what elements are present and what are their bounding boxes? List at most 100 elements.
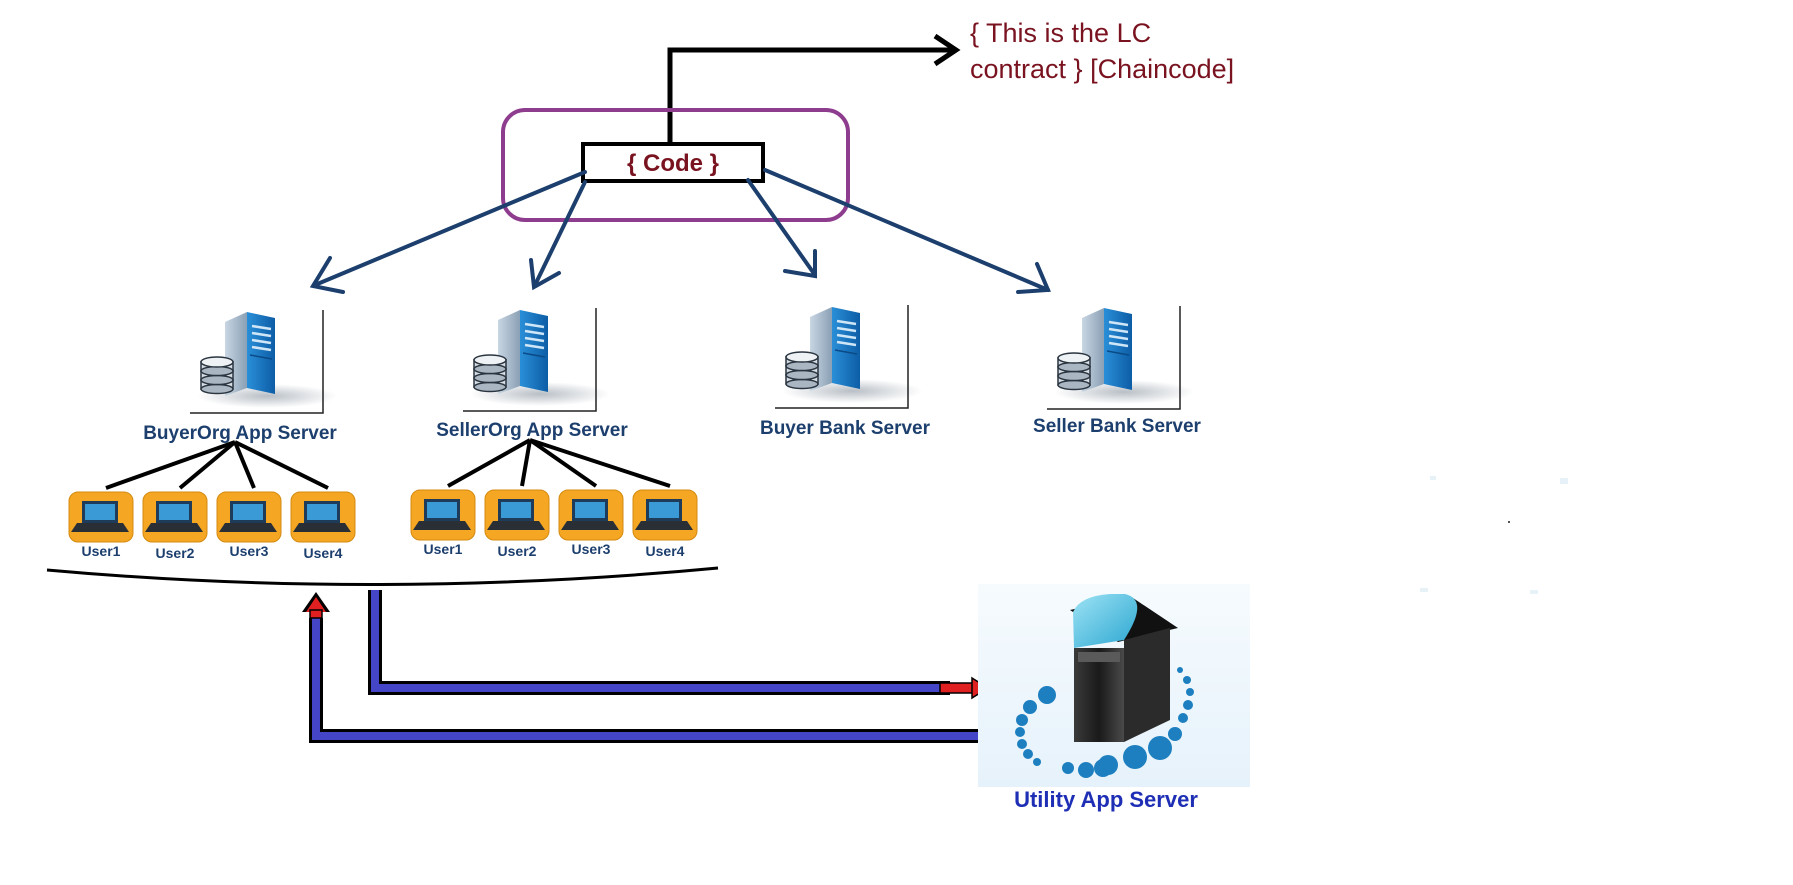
server-seam xyxy=(522,352,546,358)
utility-server-top xyxy=(1073,594,1138,648)
server-vent xyxy=(251,345,272,352)
orbit-dot xyxy=(1177,667,1183,673)
laptop-icon xyxy=(68,491,134,543)
user-label: User1 xyxy=(82,543,121,559)
server-label: SellerOrg App Server xyxy=(436,420,628,441)
arrow-to-sellerbank xyxy=(763,168,1050,292)
code-box xyxy=(581,142,765,183)
annotation-arrowhead xyxy=(933,33,961,67)
code-frame xyxy=(501,108,850,222)
server-vent xyxy=(1108,341,1129,348)
server-front xyxy=(832,307,860,389)
orbit-dot xyxy=(1023,700,1037,714)
server-front xyxy=(247,312,275,394)
user-label: User2 xyxy=(156,545,195,561)
arrow-to-buyerorg xyxy=(313,170,587,287)
chaincode-annotation: { This is the LC contract } [Chaincode] xyxy=(667,18,1234,143)
orbit-dot xyxy=(1078,762,1094,778)
server-frame xyxy=(190,310,324,414)
laptop-icon xyxy=(410,489,476,541)
arrow-to-buyerbank xyxy=(746,178,817,277)
server-label: Seller Bank Server xyxy=(1033,416,1202,437)
laptop-icon xyxy=(558,489,624,541)
user-link xyxy=(178,440,237,490)
user-group: User1 User2 User3 User4 User1 User2 User3 User4 xyxy=(68,438,698,561)
user-link xyxy=(529,438,671,488)
user-label: User3 xyxy=(572,541,611,557)
arrowhead-buyerbank xyxy=(783,249,817,279)
orbit-dot xyxy=(1094,759,1112,777)
pipe-lower xyxy=(302,592,978,743)
server-frame xyxy=(1047,306,1181,410)
orbit-dot xyxy=(1183,700,1193,710)
server-vent xyxy=(836,319,857,326)
server-vent xyxy=(524,322,545,329)
arrow-to-sellerorg xyxy=(533,180,587,287)
server-seam xyxy=(834,349,858,355)
user-link xyxy=(233,441,256,489)
orbit-dot xyxy=(1186,688,1194,696)
database-icon xyxy=(785,351,819,390)
user-label: User1 xyxy=(424,541,463,557)
annotation-line-2: contract } [Chaincode] xyxy=(970,54,1234,84)
orbit-dot xyxy=(1038,686,1056,704)
laptop-icon xyxy=(484,489,550,541)
server-seam xyxy=(1106,350,1130,356)
server-front xyxy=(1104,308,1132,390)
utility-server-front xyxy=(1074,648,1124,742)
utility-server-drive xyxy=(1078,652,1120,662)
arrowhead-sellerbank xyxy=(1016,262,1051,294)
arrowhead-buyerorg xyxy=(309,256,345,294)
orbit-dot xyxy=(1016,714,1028,726)
server-vent xyxy=(1108,334,1129,341)
network-arc xyxy=(46,566,719,586)
user-label: User4 xyxy=(646,543,685,559)
pipe-upper xyxy=(368,590,990,700)
server-vent xyxy=(1108,320,1129,327)
orbit-dot xyxy=(1015,727,1025,737)
user-link xyxy=(105,440,236,490)
buyer-users: User1 User2 User3 User4 xyxy=(68,440,356,561)
laptop-icon xyxy=(632,489,698,541)
arrowhead-sellerorg xyxy=(529,258,561,291)
server-vent xyxy=(836,333,857,340)
server-frame xyxy=(775,305,909,409)
orbit-dot xyxy=(1183,676,1191,684)
server-3: Buyer Bank Server xyxy=(760,305,931,439)
server-vent xyxy=(524,336,545,343)
database-icon xyxy=(1057,352,1091,391)
orbit-dot xyxy=(1033,758,1041,766)
server-vent xyxy=(251,324,272,331)
server-label: BuyerOrg App Server xyxy=(143,423,337,444)
tree-arrows xyxy=(309,168,1051,294)
laptop-icon xyxy=(216,491,282,543)
server-seam xyxy=(249,354,273,360)
server-vent xyxy=(1108,327,1129,334)
server-2: SellerOrg App Server xyxy=(436,308,628,441)
utility-server-side xyxy=(1124,628,1170,742)
code-box-label: { Code } xyxy=(627,150,719,177)
user-link xyxy=(528,438,598,488)
user-link xyxy=(520,439,532,487)
user-link xyxy=(447,438,531,488)
orbit-dot xyxy=(1148,736,1172,760)
server-vent xyxy=(251,331,272,338)
server-1: BuyerOrg App Server xyxy=(143,310,337,444)
utility-server-label: Utility App Server xyxy=(1014,787,1198,812)
seller-users: User1 User2 User3 User4 xyxy=(410,438,698,559)
laptop-icon xyxy=(290,491,356,543)
annotation-connector xyxy=(667,47,955,143)
orbit-dots xyxy=(1015,667,1194,778)
server-vent xyxy=(836,340,857,347)
server-vent xyxy=(524,329,545,336)
orbit-dot xyxy=(1178,713,1188,723)
server-front xyxy=(520,310,548,392)
user-label: User3 xyxy=(230,543,269,559)
server-vent xyxy=(251,338,272,345)
user-label: User4 xyxy=(304,545,343,561)
faint-marks xyxy=(1420,476,1568,594)
laptop-icon xyxy=(142,491,208,543)
user-label: User2 xyxy=(498,543,537,559)
orbit-dot xyxy=(1062,762,1074,774)
